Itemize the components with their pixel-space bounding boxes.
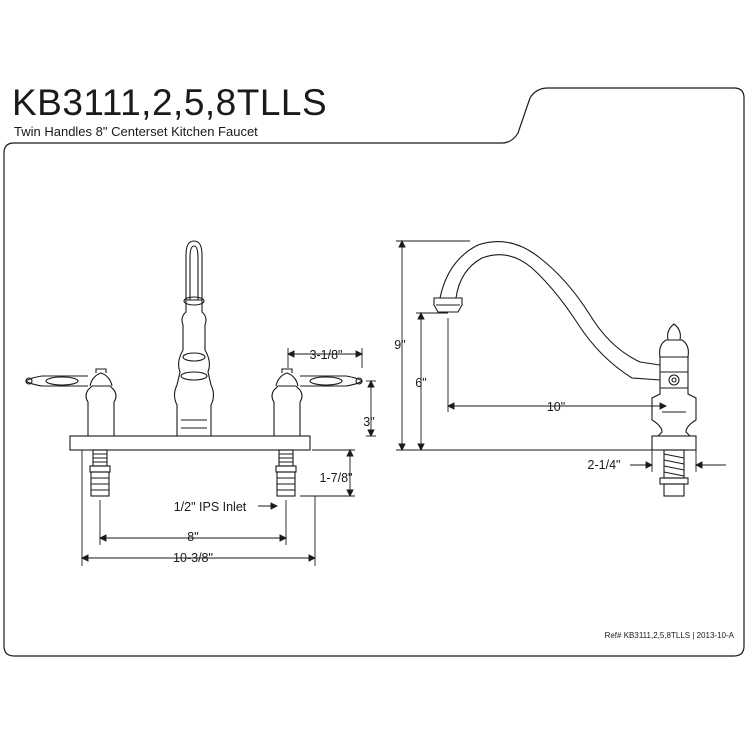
dim-handle-width: 3-1/8" <box>310 348 343 362</box>
front-view <box>25 240 363 497</box>
dim-spout-reach: 10" <box>547 400 565 414</box>
side-dimensions <box>396 239 726 472</box>
side-spout <box>439 241 661 366</box>
side-view <box>433 241 697 497</box>
reference-code: Ref# KB3111,2,5,8TLLS | 2013-10-A <box>605 631 735 640</box>
dim-spout-height: 6" <box>415 376 426 390</box>
front-dimensions <box>80 348 376 566</box>
dim-overall-width: 10-3/8" <box>173 551 213 565</box>
spout-front <box>185 240 203 300</box>
center-body <box>173 299 215 436</box>
dim-inlet: 1/2" IPS Inlet <box>174 500 247 514</box>
dim-overall-height: 9" <box>394 338 405 352</box>
right-handle <box>271 368 363 436</box>
left-handle <box>25 368 117 436</box>
dim-handle-height: 3" <box>363 415 374 429</box>
side-deck <box>651 435 697 451</box>
dim-center-spacing: 8" <box>187 530 198 544</box>
side-body <box>651 356 697 437</box>
frame-outline <box>3 87 745 657</box>
product-description: Twin Handles 8" Centerset Kitchen Faucet <box>14 124 258 139</box>
left-shank <box>89 449 111 497</box>
aerator <box>433 297 463 313</box>
dim-shank-length: 1-7/8" <box>320 471 353 485</box>
dim-deck-thickness: 2-1/4" <box>588 458 621 472</box>
right-shank <box>275 449 297 497</box>
model-number: KB3111,2,5,8TLLS <box>12 82 328 123</box>
base-plate <box>69 435 311 451</box>
